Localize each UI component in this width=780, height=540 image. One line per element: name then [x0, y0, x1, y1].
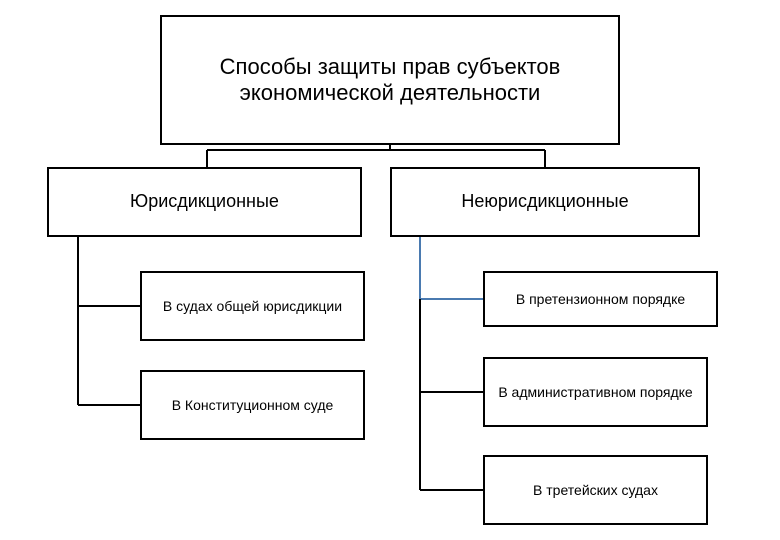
root-node: Способы защиты прав субъектов экономичес… [160, 15, 620, 145]
method-constitutional-court: В Конституционном суде [140, 370, 365, 440]
category-non-jurisdictional: Неюрисдикционные [390, 167, 700, 237]
root-label: Способы защиты прав субъектов экономичес… [219, 53, 561, 105]
method-label: В административном порядке [498, 383, 693, 400]
method-administrative-procedure: В административном порядке [483, 357, 708, 427]
method-arbitration-courts: В третейских судах [483, 455, 708, 525]
category-non-jurisdictional-label: Неюрисдикционные [461, 191, 629, 212]
method-label: В судах общей юрисдикции [162, 297, 343, 314]
method-label: В Конституционном суде [171, 396, 334, 413]
method-label: В третейских судах [533, 481, 658, 498]
method-general-courts: В судах общей юрисдикции [140, 271, 365, 341]
category-jurisdictional-label: Юрисдикционные [130, 191, 279, 212]
method-label: В претензионном порядке [515, 290, 686, 307]
category-jurisdictional: Юрисдикционные [47, 167, 362, 237]
method-claim-procedure: В претензионном порядке [483, 271, 718, 327]
